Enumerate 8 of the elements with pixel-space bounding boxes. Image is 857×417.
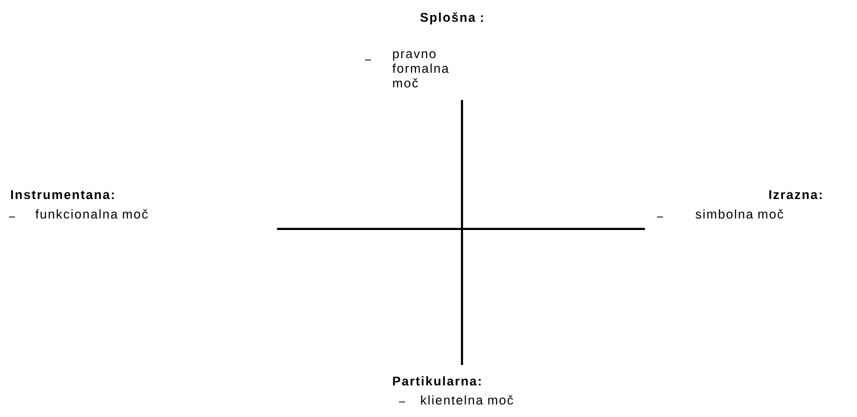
heading: Splošna : — [420, 12, 483, 24]
heading: Partikularna: — [393, 376, 481, 386]
item-text: funkcionalna moč — [35, 209, 148, 219]
item-text: klientelna moč — [421, 395, 514, 405]
item-text: simbolna moč — [696, 209, 784, 219]
heading: Izrazna: — [769, 190, 822, 200]
heading: Instrumentana: — [11, 190, 114, 200]
item-text: pravno formalna moč — [392, 51, 449, 88]
